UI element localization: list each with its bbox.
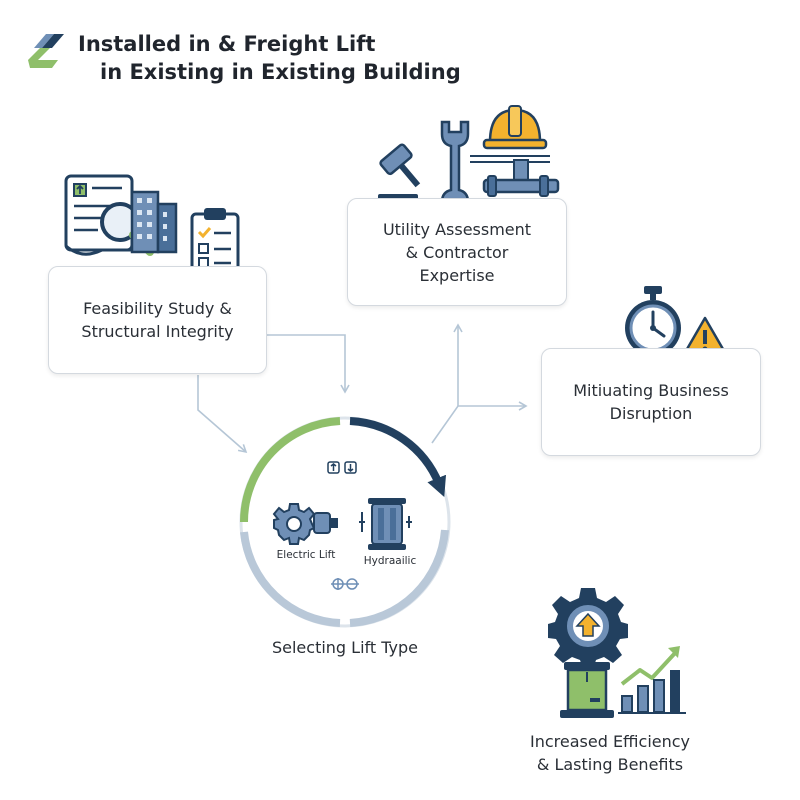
efficiency-line-1: Increased Efficiency <box>529 732 691 751</box>
wrench-icon <box>440 120 470 210</box>
gear-icon <box>272 503 316 545</box>
page-title: Installed in & Freight Lift in Existing … <box>78 30 461 86</box>
feasibility-study-card: Feasibility Study & Structural Integrity <box>48 266 267 374</box>
lift-type-ring <box>239 416 451 628</box>
hydraulic-cylinder-icon <box>359 498 412 550</box>
utility-line-3: Expertise <box>419 265 495 285</box>
freight-box-icon <box>560 662 614 718</box>
gavel-icon <box>378 143 421 202</box>
logo-icon <box>28 34 64 68</box>
pipes-icon <box>470 155 560 197</box>
title-line-1: Installed in & Freight Lift <box>78 32 376 56</box>
hydraulic-label: Hydraailic <box>363 555 417 567</box>
efficiency-line-2: & Lasting Benefits <box>536 755 684 774</box>
clipboard-checklist-icon <box>190 208 240 278</box>
electric-lift-label: Electric Lift <box>276 549 336 561</box>
feasibility-line-2: Structural Integrity <box>81 322 234 341</box>
growth-chart-icon <box>618 646 686 714</box>
disruption-line-2: Disruption <box>609 404 693 423</box>
efficiency-label: Increased Efficiency & Lasting Benefits <box>500 730 720 776</box>
business-disruption-card: Mitiuating Business Disruption <box>541 348 761 456</box>
utility-line-1: Utility Assessment <box>382 219 532 239</box>
buildings-icon <box>130 190 178 254</box>
stopwatch-icon <box>625 286 681 356</box>
disruption-line-1: Mitiuating Business <box>573 381 729 400</box>
feasibility-line-1: Feasibility Study & <box>83 299 232 318</box>
utility-assessment-card: Utility Assessment & Contractor Expertis… <box>347 198 567 306</box>
gear-arrow-up-icon <box>548 588 628 666</box>
lift-type-label: Selecting Lift Type <box>271 638 418 657</box>
motor-icon <box>313 512 338 534</box>
hard-hat-icon <box>482 105 548 150</box>
title-line-2: in Existing in Existing Building <box>100 60 461 84</box>
utility-line-2: & Contractor <box>405 242 509 262</box>
